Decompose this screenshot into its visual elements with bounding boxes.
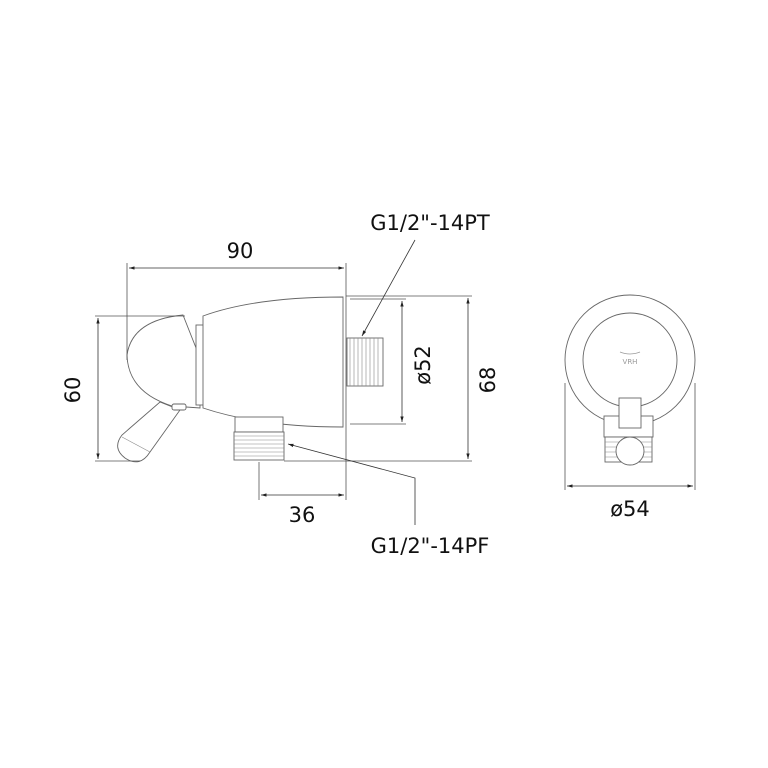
front-dim-diameter-label: ø54 — [610, 497, 650, 521]
lever — [117, 401, 181, 463]
logo-text: VRH — [623, 358, 638, 366]
dim-total-height-label: 68 — [476, 367, 500, 394]
front-view: VRH ø54 — [564, 294, 696, 521]
dim-height-label: 60 — [61, 377, 85, 404]
body — [202, 296, 344, 428]
bottom-fitting — [234, 416, 284, 433]
thread-bottom-label: G1/2"-14PF — [371, 534, 490, 558]
dim-diameter-label: ø52 — [411, 345, 435, 385]
dim-outlet-offset-label: 36 — [289, 503, 316, 527]
thread-top-label: G1/2"-14PT — [370, 211, 490, 235]
dim-width-label: 90 — [227, 239, 254, 263]
logo-icon — [619, 351, 641, 355]
side-view: 90 60 ø52 68 36 G1/2"-14PT G1/2"-14PF — [61, 211, 500, 558]
lever-head — [126, 314, 201, 409]
bottom-thread — [233, 431, 285, 461]
top-thread — [346, 337, 384, 387]
outlet-knob — [615, 436, 645, 466]
